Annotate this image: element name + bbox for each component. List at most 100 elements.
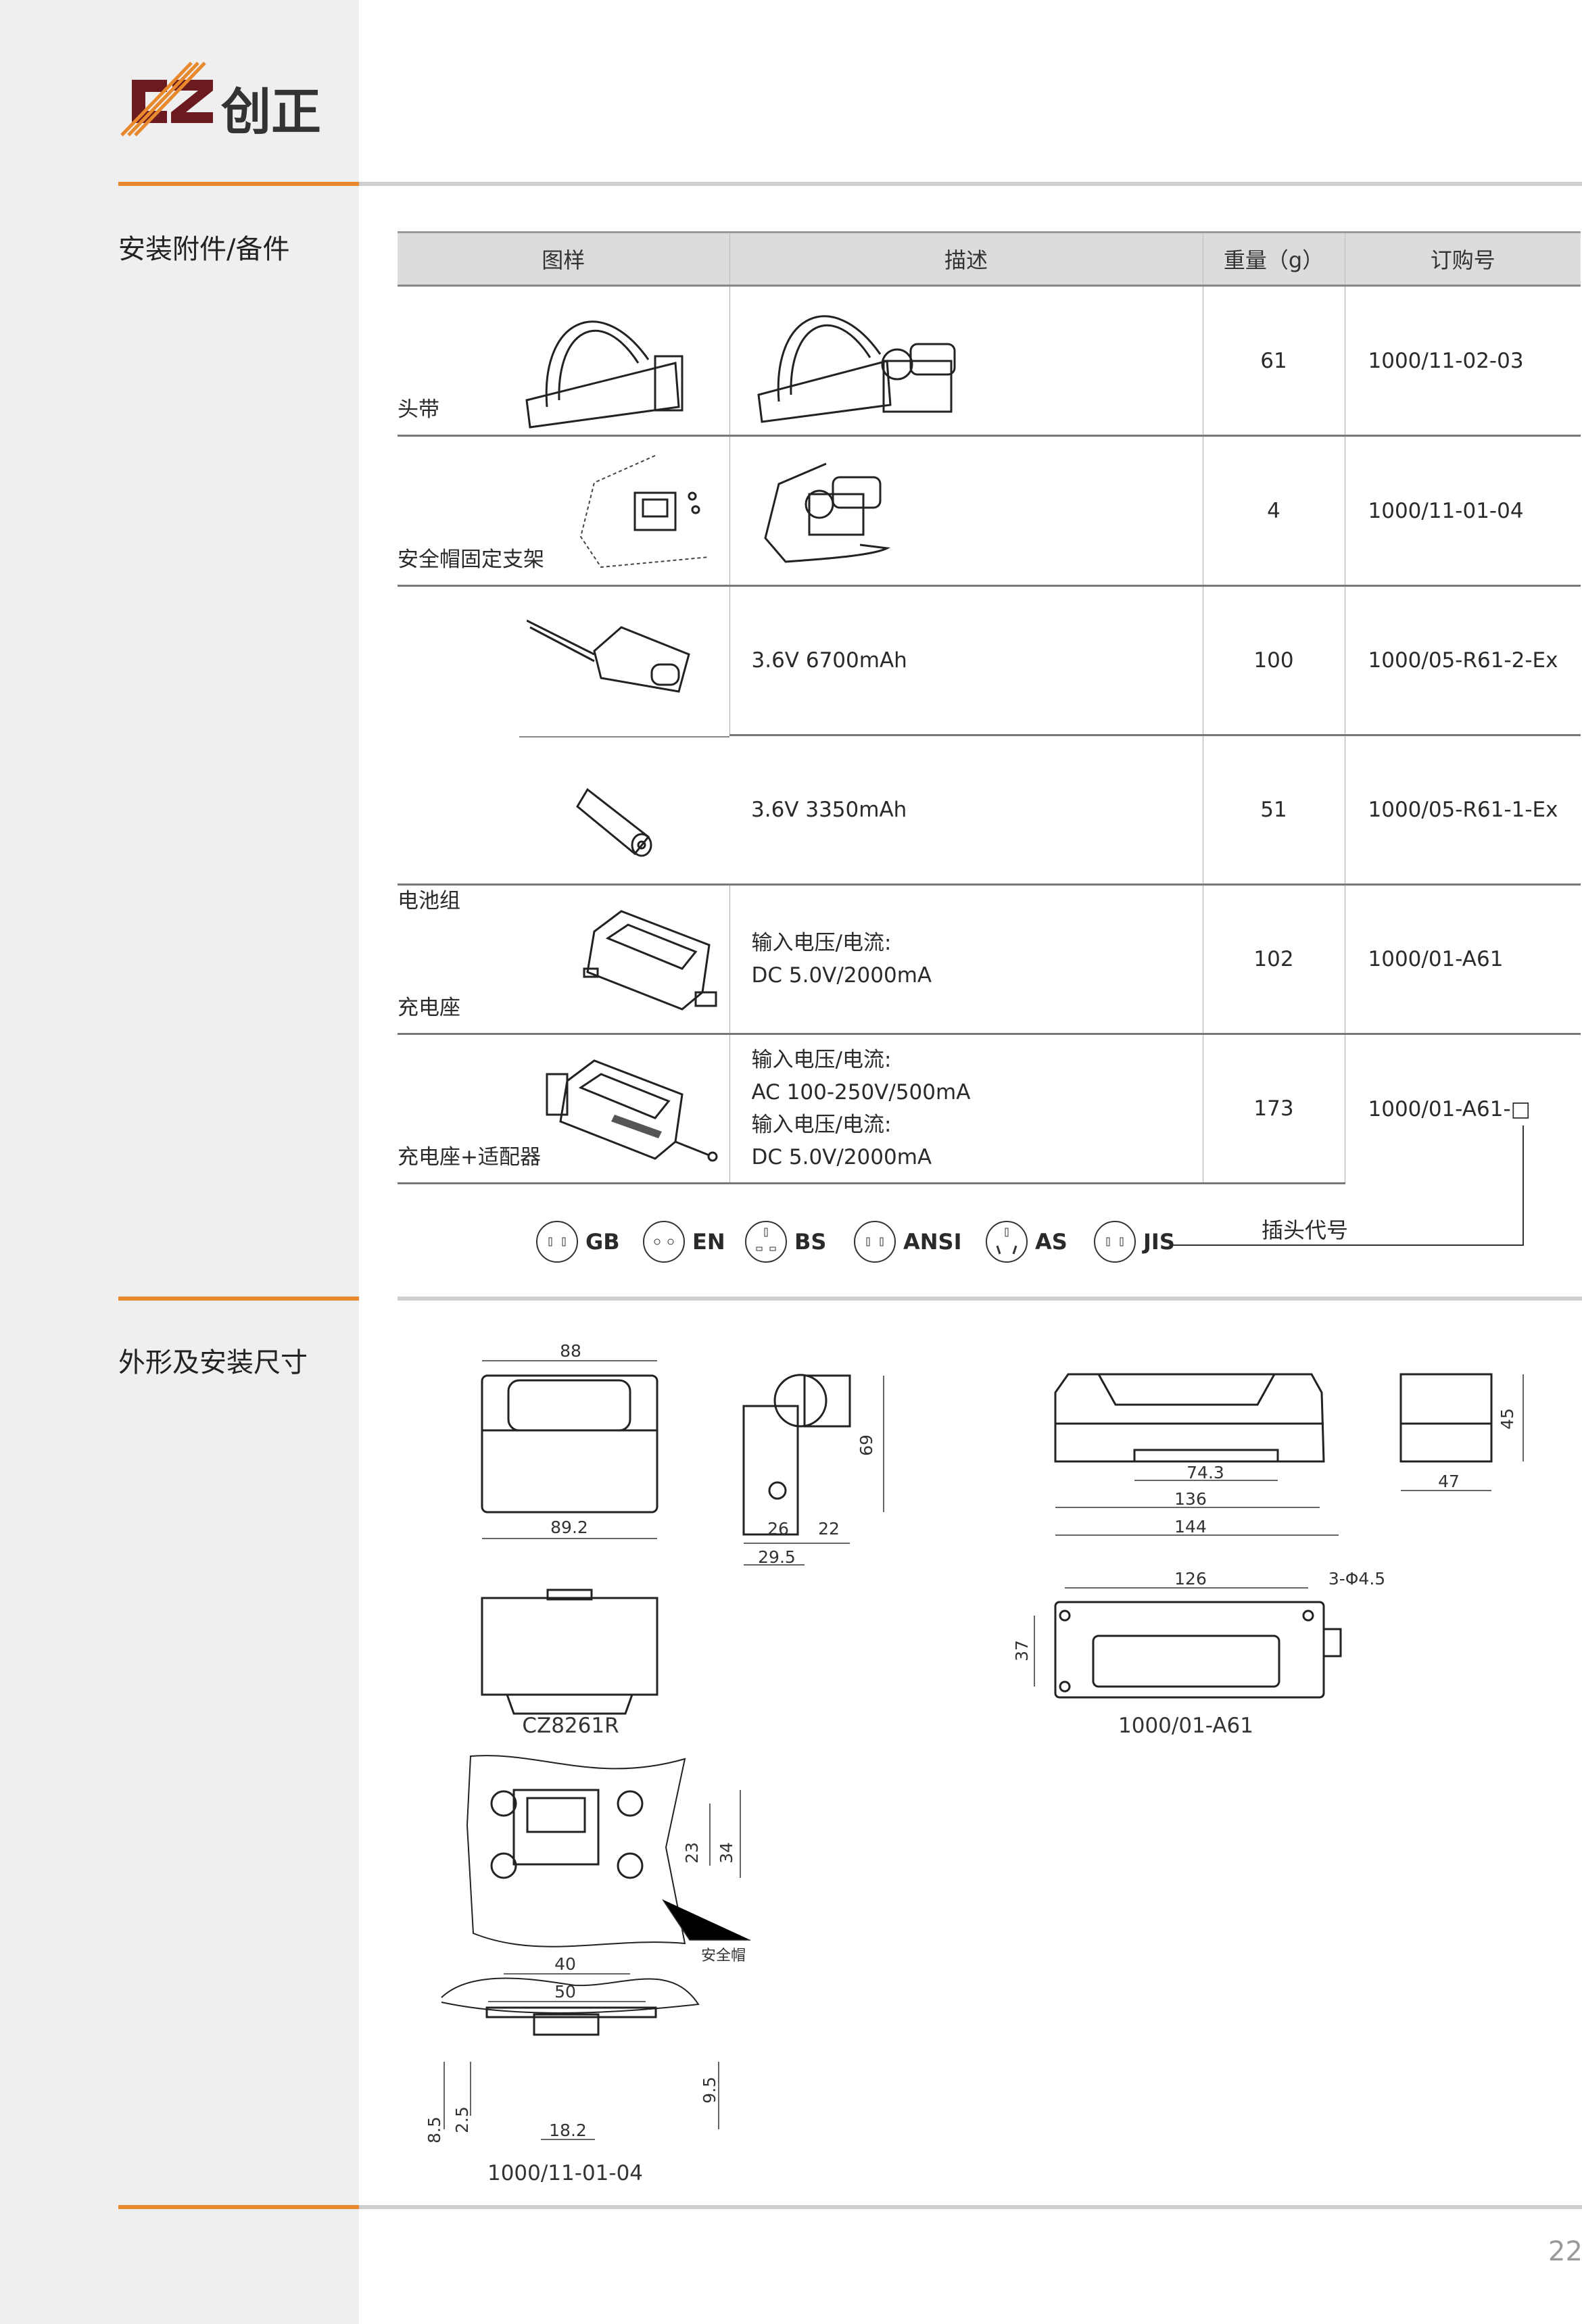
charger-with-adapter-image <box>546 1059 717 1162</box>
plug-code: JIS <box>1143 1229 1175 1255</box>
dim-label: 45 <box>1497 1408 1517 1430</box>
dimension-lines <box>444 1360 1524 2140</box>
weight-cell: 61 <box>1202 285 1345 437</box>
dim-label: 40 <box>554 1954 576 1974</box>
dim-label: 69 <box>857 1434 876 1456</box>
helmet-mount-with-lamp-image <box>763 462 890 563</box>
battery-row-divider <box>519 736 729 737</box>
order-number-cell: 1000/05-R61-1-Ex <box>1344 735 1581 886</box>
weight-cell: 100 <box>1202 585 1345 736</box>
plug-en-icon <box>643 1221 685 1263</box>
order-number-cell: 1000/11-02-03 <box>1344 285 1581 437</box>
cz8261r-side-drawing <box>742 1374 851 1536</box>
dim-label: 144 <box>1174 1517 1207 1536</box>
accessories-table: 图样 描述 重量（g） 订购号 头带 61 1000/11-02-03 安全帽固… <box>398 231 1581 1184</box>
description-line: 输入电压/电流: <box>751 1048 892 1072</box>
headband-image <box>525 320 683 429</box>
table-row: 3.6V 6700mAh 100 1000/05-R61-2-Ex <box>398 585 1581 886</box>
dim-label: 89.2 <box>550 1518 588 1537</box>
sidebar <box>0 0 359 2324</box>
dim-label: 47 <box>1438 1472 1460 1491</box>
plug-bs-icon <box>745 1221 787 1263</box>
helmet-mount-drawings <box>441 1755 700 2036</box>
battery-cell-image <box>575 788 652 857</box>
plug-code: EN <box>692 1229 725 1255</box>
description-line: AC 100-250V/500mA <box>751 1080 971 1105</box>
header-weight: 重量（g） <box>1202 231 1345 287</box>
description-cell: 3.6V 3350mAh <box>729 735 1203 886</box>
order-number-cell: 1000/05-R61-2-Ex <box>1344 585 1581 736</box>
plug-ansi-icon <box>854 1221 896 1263</box>
row-label: 充电座 <box>398 996 460 1020</box>
dim-label: 88 <box>560 1341 581 1361</box>
plug-as-icon <box>986 1221 1028 1263</box>
dim-label: 2.5 <box>452 2106 472 2133</box>
description-line: DC 5.0V/2000mA <box>751 963 932 988</box>
plug-jis-icon <box>1094 1221 1136 1263</box>
brand-logo: 创正 <box>118 59 355 141</box>
table-row: 头带 61 1000/11-02-03 <box>398 285 1581 437</box>
dim-label: 18.2 <box>549 2121 587 2140</box>
section-divider-accent <box>118 1297 359 1301</box>
header-image: 图样 <box>398 231 729 287</box>
row-label-battery: 电池组 <box>398 889 460 913</box>
description-line: 输入电压/电流: <box>751 1113 892 1137</box>
dim-label: 22 <box>818 1519 840 1539</box>
dim-label: 34 <box>717 1842 736 1864</box>
cz8261r-front-drawing <box>481 1374 658 1715</box>
plug-ansi: ANSI <box>853 1220 962 1263</box>
section-title-dimensions: 外形及安装尺寸 <box>118 1347 308 1378</box>
plug-bs: BS <box>744 1220 826 1263</box>
weight-cell: 173 <box>1202 1034 1345 1184</box>
plug-en: EN <box>642 1220 725 1263</box>
footer-divider-accent <box>118 2205 359 2209</box>
charger-base-image <box>583 910 717 1011</box>
dim-label: 9.5 <box>700 2077 719 2104</box>
table-row: 充电座 输入电压/电流:DC 5.0V/2000mA 102 1000/01-A… <box>398 884 1581 1035</box>
battery-pack-large-image <box>526 619 690 693</box>
header-order-number: 订购号 <box>1344 231 1581 287</box>
dim-label: 74.3 <box>1186 1463 1224 1482</box>
section-title-accessories: 安装附件/备件 <box>118 234 290 265</box>
dim-label: 126 <box>1174 1569 1207 1589</box>
drawing-caption: 1000/11-01-04 <box>487 2161 643 2185</box>
table-row: 安全帽固定支架 4 1000/11-01-04 <box>398 435 1581 587</box>
section-divider <box>359 182 1582 186</box>
plug-code: GB <box>585 1229 620 1255</box>
row-label: 充电座+适配器 <box>398 1145 541 1169</box>
headband-with-lamp-image <box>757 315 955 423</box>
plug-code: AS <box>1035 1229 1068 1255</box>
order-number-cell: 1000/11-01-04 <box>1344 435 1581 587</box>
weight-cell: 102 <box>1202 884 1345 1035</box>
section-divider <box>398 1297 1582 1301</box>
dim-label: 37 <box>1012 1640 1032 1662</box>
plug-as: AS <box>985 1220 1068 1263</box>
weight-cell: 51 <box>1202 735 1345 886</box>
drawing-caption: CZ8261R <box>522 1714 619 1738</box>
order-number-cell: 1000/01-A61-□ <box>1344 1034 1581 1184</box>
header-description: 描述 <box>729 231 1203 287</box>
helmet-mount-image <box>579 455 709 568</box>
plug-code: BS <box>794 1229 827 1255</box>
drawing-caption: 1000/01-A61 <box>1118 1714 1253 1738</box>
helmet-label: 安全帽 <box>701 1947 746 1964</box>
plug-gb-icon <box>536 1221 578 1263</box>
description-line: 输入电压/电流: <box>751 931 892 955</box>
table-row: 充电座+适配器 输入电压/电流: AC 100-250V/500mA 输入电压/电流… <box>398 1034 1581 1184</box>
row-label: 头带 <box>398 397 439 422</box>
description-cell: 3.6V 6700mAh <box>729 585 1203 736</box>
weight-cell: 4 <box>1202 435 1345 587</box>
footer-divider <box>359 2205 1582 2209</box>
dim-label: 8.5 <box>425 2116 444 2144</box>
dim-label: 3-Φ4.5 <box>1328 1569 1385 1589</box>
brand-name: 创正 <box>221 83 321 141</box>
plug-gb: GB <box>535 1220 620 1263</box>
plug-code: ANSI <box>903 1229 962 1255</box>
section-divider-accent <box>118 182 359 186</box>
charger-drawings <box>1054 1373 1493 1699</box>
row-label: 安全帽固定支架 <box>398 548 544 572</box>
dim-label: 29.5 <box>758 1547 796 1567</box>
plug-code-label: 插头代号 <box>1262 1217 1349 1243</box>
